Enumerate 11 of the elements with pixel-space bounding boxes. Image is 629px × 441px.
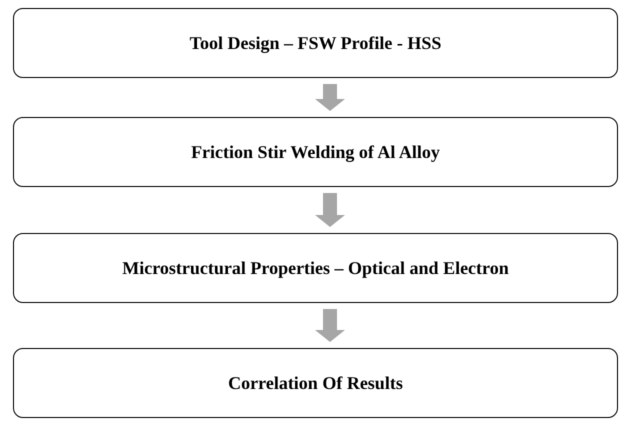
- box-label: Microstructural Properties – Optical and Electron: [122, 256, 509, 280]
- process-box: [13, 348, 618, 418]
- process-box: [13, 117, 618, 187]
- box-label: Correlation Of Results: [228, 372, 403, 394]
- box-label: Tool Design – FSW Profile - HSS: [190, 32, 442, 55]
- process-box: [13, 233, 618, 303]
- block-arrow: [315, 193, 345, 227]
- block-arrow: [315, 84, 345, 111]
- box-label: Friction Stir Welding of Al Alloy: [191, 140, 440, 164]
- process-box: [13, 8, 618, 78]
- block-arrow: [315, 309, 345, 342]
